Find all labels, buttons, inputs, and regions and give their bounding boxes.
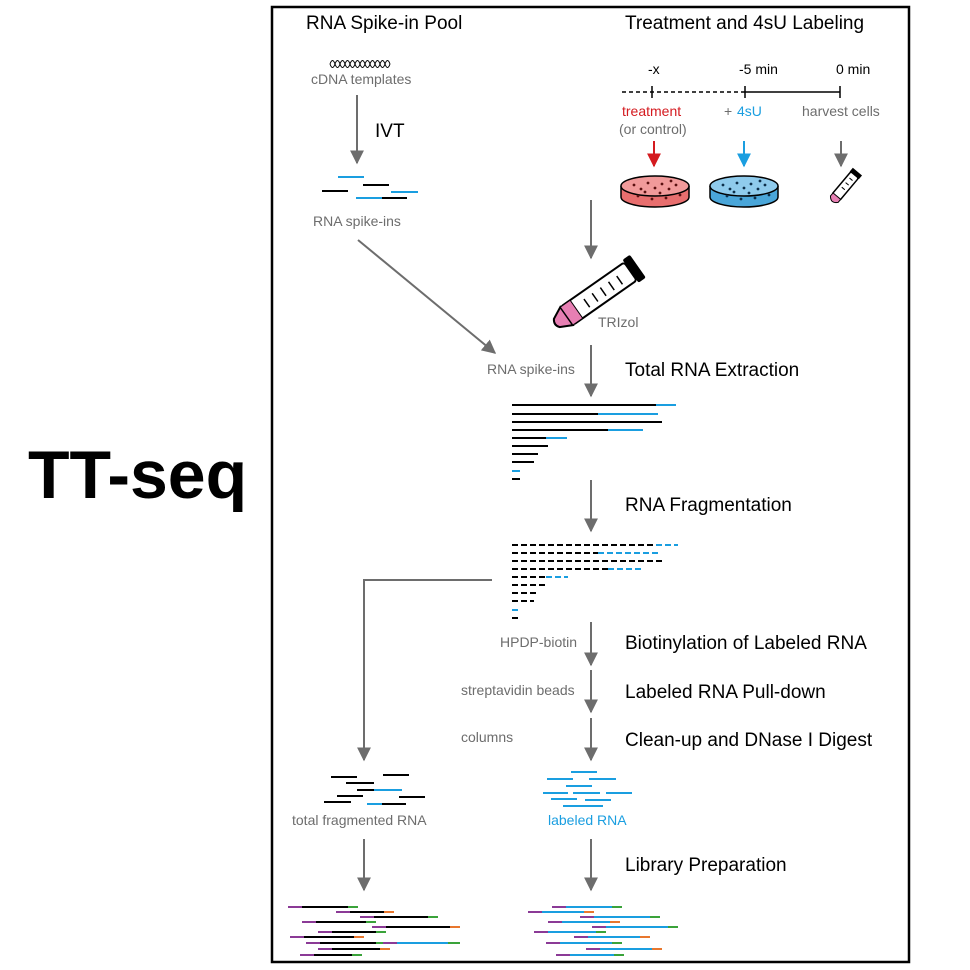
rna-spike-ins-label-1: RNA spike-ins [313,213,401,229]
total-rna-graphic [512,404,676,480]
total-fraction-arrow [357,579,492,762]
trizol-label: TRIzol [598,314,638,330]
total-rna-extraction-step: Total RNA Extraction [625,360,799,381]
labeled-library-graphic [528,906,678,956]
labeled-rna-label: labeled RNA [548,812,627,828]
total-fragmented-rna-graphic [324,774,425,805]
spike-in-pool-header: RNA Spike-in Pool [306,13,462,34]
streptavidin-beads-label: streptavidin beads [461,682,575,698]
labeling-timeline [622,86,841,98]
total-library-graphic [288,906,460,956]
plus-sign: + [724,103,732,119]
columns-label: columns [461,729,513,745]
spike-in-addition-arrow [357,239,497,354]
timeline-tick-minus-5: -5 min [739,61,778,77]
rna-fragmentation-step: RNA Fragmentation [625,495,792,516]
labeling-dish-icon [709,175,779,208]
harvest-cells-label: harvest cells [802,103,880,119]
fours-u-label: 4sU [737,103,762,119]
total-fragmented-rna-label: total fragmented RNA [292,812,427,828]
harvest-tube-icon [829,167,863,204]
cdna-templates-label: cDNA templates [311,71,411,87]
cdna-templates-icon [329,60,391,68]
diagram-frame [270,5,911,964]
treatment-label: treatment [622,103,681,119]
treatment-dish-icon [620,175,690,208]
ivt-label: IVT [375,121,405,142]
fragmented-rna-graphic [512,544,678,619]
diagram-title: TT-seq [28,437,247,513]
cleanup-step: Clean-up and DNase I Digest [625,730,873,751]
labeled-rna-graphic [543,771,632,807]
control-label: (or control) [619,121,687,137]
biotinylation-step: Biotinylation of Labeled RNA [625,633,867,654]
pulldown-step: Labeled RNA Pull-down [625,682,826,703]
timeline-tick-zero: 0 min [836,61,870,77]
hpdp-biotin-label: HPDP-biotin [500,634,577,650]
trizol-tube-icon [552,255,646,329]
library-prep-step: Library Preparation [625,855,787,876]
timeline-tick-minus-x: -x [648,61,660,77]
treatment-labeling-header: Treatment and 4sU Labeling [625,13,864,34]
rna-spike-ins-label-2: RNA spike-ins [487,361,575,377]
rna-spike-ins-graphic [322,176,418,199]
